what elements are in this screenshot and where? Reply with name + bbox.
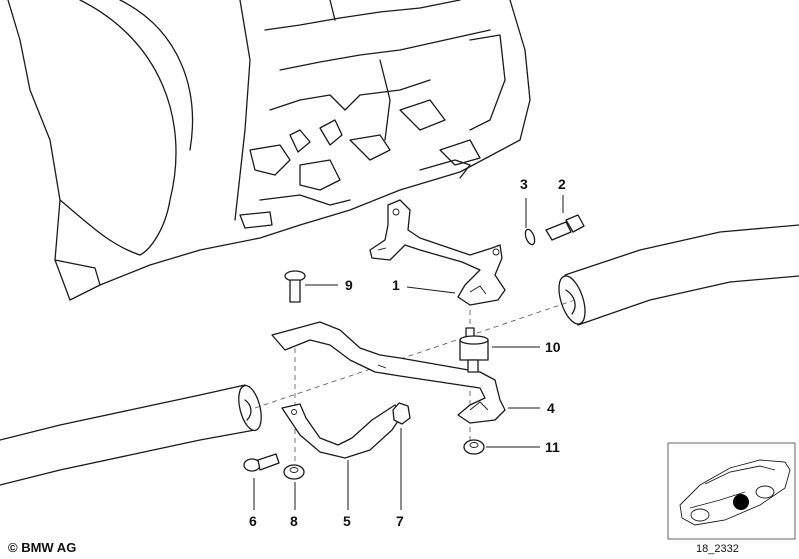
callout-labels: 1 2 3 4 5 6 7 8 9 10 11 bbox=[249, 176, 566, 529]
rubber-mount-part-10 bbox=[459, 327, 489, 373]
bolt-part-6 bbox=[243, 453, 280, 472]
vehicle-locator-thumbnail bbox=[667, 442, 796, 540]
callout-11: 11 bbox=[545, 439, 560, 455]
alignment-lines bbox=[254, 299, 576, 470]
exhaust-pipe-rear bbox=[558, 224, 799, 326]
callout-3: 3 bbox=[520, 176, 528, 192]
callout-2: 2 bbox=[558, 176, 566, 192]
upper-bracket-part-1 bbox=[369, 199, 506, 306]
leader-lines bbox=[253, 195, 564, 510]
nut-part-11 bbox=[463, 439, 485, 455]
diagram-id: 18_2332 bbox=[696, 543, 739, 555]
nut-part-8 bbox=[283, 464, 305, 480]
bolt-part-2 bbox=[545, 214, 585, 241]
callout-9: 9 bbox=[345, 277, 353, 293]
locator-frame bbox=[667, 442, 796, 540]
washer-part-3 bbox=[524, 228, 536, 246]
bushing-part-7 bbox=[392, 402, 411, 425]
callout-4: 4 bbox=[547, 400, 555, 416]
bolt-part-9 bbox=[284, 270, 306, 303]
callout-7: 7 bbox=[396, 513, 404, 529]
copyright-text: © BMW AG bbox=[8, 540, 77, 555]
pipe-clamp-part-5 bbox=[281, 403, 403, 459]
exhaust-pipe-front bbox=[0, 384, 262, 486]
transmission-housing bbox=[7, 0, 531, 301]
lower-bracket-part-4 bbox=[271, 321, 506, 424]
callout-6: 6 bbox=[249, 513, 257, 529]
callout-1: 1 bbox=[392, 277, 400, 293]
locator-marker bbox=[733, 494, 749, 510]
callout-5: 5 bbox=[343, 513, 351, 529]
callout-10: 10 bbox=[545, 339, 561, 355]
callout-8: 8 bbox=[290, 513, 298, 529]
